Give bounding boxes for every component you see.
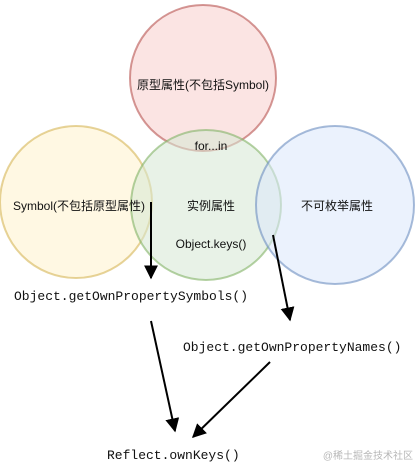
- instance-properties-label: 实例属性: [187, 198, 235, 213]
- arrow-nonenumerable-to-getownpropertynames: [272, 234, 295, 322]
- non-enumerable-properties-label: 不可枚举属性: [301, 198, 373, 213]
- object-keys-label: Object.keys(): [176, 237, 247, 251]
- get-own-property-symbols-label: Object.getOwnPropertySymbols(): [14, 289, 248, 304]
- reflect-ownkeys-label: Reflect.ownKeys(): [107, 448, 240, 463]
- prototype-properties-label: 原型属性(不包括Symbol): [137, 77, 269, 92]
- watermark: @稀土掘金技术社区: [323, 449, 413, 462]
- symbol-properties-label: Symbol(不包括原型属性): [13, 198, 145, 213]
- arrow-getownpropertynames-to-reflect-ownkeys: [191, 361, 271, 438]
- arrow-getownpropertysymbols-to-reflect-ownkeys: [150, 320, 180, 433]
- for-in-label: for...in: [195, 139, 228, 153]
- get-own-property-names-label: Object.getOwnPropertyNames(): [183, 340, 401, 355]
- non-enumerable-properties-circle: [255, 125, 415, 285]
